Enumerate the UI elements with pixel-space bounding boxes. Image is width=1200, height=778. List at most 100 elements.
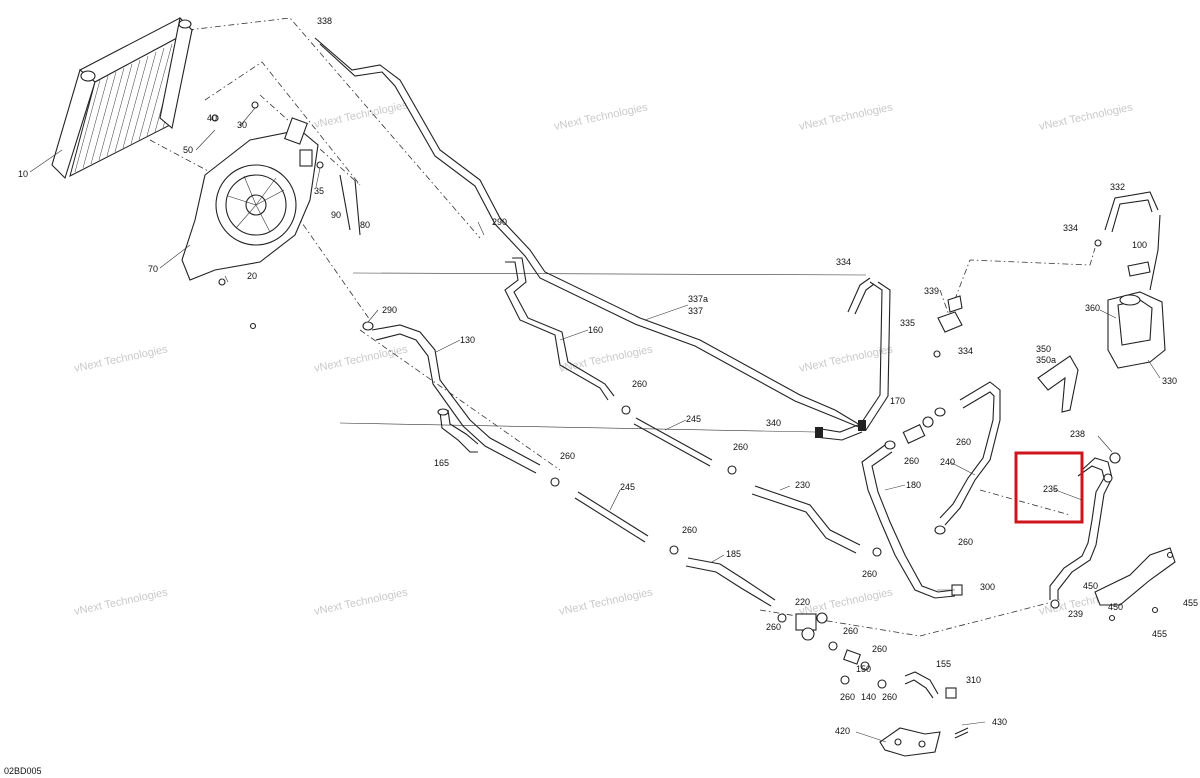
callout-260: 260: [766, 622, 781, 632]
callout-450b: 450: [1108, 602, 1123, 612]
hose-180: [861, 444, 956, 599]
tube-160: [504, 257, 615, 401]
thermostat-220: [795, 612, 828, 641]
callout-30: 30: [237, 120, 247, 130]
clamp-239: [1050, 599, 1060, 609]
callout-260: 260: [904, 456, 919, 466]
bracket-450: [1094, 547, 1176, 622]
callout-350a: 350a: [1036, 355, 1056, 365]
callout-170: 170: [890, 396, 905, 406]
fitting-310: [945, 687, 957, 699]
callout-180: 180: [906, 480, 921, 490]
tube-245a: [633, 417, 713, 467]
reservoir-330: [1107, 291, 1166, 369]
callout-140: 140: [861, 692, 876, 702]
radiator: [51, 16, 193, 180]
callout-160: 160: [588, 325, 603, 335]
hose-334-top: [847, 277, 875, 315]
fan-shroud: [181, 117, 319, 281]
callout-260: 260: [632, 379, 647, 389]
callout-80: 80: [360, 220, 370, 230]
callout-10: 10: [18, 169, 28, 179]
bracket-420: [879, 727, 941, 757]
callout-220: 220: [795, 597, 810, 607]
callout-150: 150: [856, 664, 871, 674]
callout-40: 40: [207, 113, 217, 123]
watermark: vNext Technologies: [558, 586, 654, 618]
callout-300: 300: [980, 582, 995, 592]
clamps-260: [550, 405, 946, 689]
leader-lines: [29, 107, 1161, 743]
callout-230: 230: [795, 480, 810, 490]
watermark: vNext Technologies: [73, 343, 169, 375]
callout-50: 50: [183, 145, 193, 155]
callout-450a: 450: [1083, 581, 1098, 591]
watermark: vNext Technologies: [1038, 101, 1134, 133]
callout-332: 332: [1110, 182, 1125, 192]
hose-340: [814, 420, 866, 441]
tube-230: [751, 485, 861, 554]
callout-420: 420: [835, 726, 850, 736]
hose-155: [904, 671, 939, 699]
callout-260: 260: [843, 626, 858, 636]
hose-235: [1049, 452, 1121, 600]
callout-290a: 290: [492, 217, 507, 227]
callout-337: 337: [688, 306, 703, 316]
callout-260: 260: [872, 644, 887, 654]
callout-100: 100: [1132, 240, 1147, 250]
tube-245b: [574, 491, 649, 543]
callout-labels: 338 40 30 50 10 35 90 80 70 20 290 290 1…: [18, 16, 1198, 736]
callout-20: 20: [247, 271, 257, 281]
callout-260: 260: [958, 537, 973, 547]
callout-455a: 455: [1183, 598, 1198, 608]
callout-310: 310: [966, 675, 981, 685]
callout-185: 185: [726, 549, 741, 559]
watermark: vNext Technologies: [553, 101, 649, 133]
callout-245a: 245: [686, 414, 701, 424]
callout-239: 239: [1068, 609, 1083, 619]
bolt-430: [954, 727, 969, 739]
callout-330: 330: [1162, 376, 1177, 386]
highlight-box: [1014, 451, 1084, 524]
assembly-lines: [149, 17, 1096, 637]
callout-235: 235: [1043, 484, 1058, 494]
watermark: vNext Technologies: [313, 99, 409, 131]
callout-290b: 290: [382, 305, 397, 315]
watermark: vNext Technologies: [798, 101, 894, 133]
callout-90: 90: [331, 210, 341, 220]
callout-35: 35: [314, 186, 324, 196]
callout-334c: 334: [1063, 223, 1078, 233]
callout-130: 130: [460, 335, 475, 345]
hose-130: [362, 321, 541, 474]
fitting-170: [902, 416, 934, 444]
callout-334a: 334: [836, 257, 851, 267]
callout-260: 260: [882, 692, 897, 702]
watermark: vNext Technologies: [313, 586, 409, 618]
callout-335: 335: [900, 318, 915, 328]
fitting-150: [843, 649, 861, 665]
hose-332: [1094, 191, 1161, 291]
callout-337a: 337a: [688, 294, 708, 304]
bracket-335: [933, 295, 963, 358]
tube-185: [685, 557, 776, 607]
cap-100: [1127, 261, 1151, 277]
hose-240: [939, 381, 1001, 526]
callout-245b: 245: [620, 482, 635, 492]
callout-350: 350: [1036, 344, 1051, 354]
callout-338: 338: [317, 16, 332, 26]
callout-334b: 334: [958, 346, 973, 356]
callout-240: 240: [940, 457, 955, 467]
callout-340: 340: [766, 418, 781, 428]
callout-238: 238: [1070, 429, 1085, 439]
callout-455b: 455: [1152, 629, 1167, 639]
callout-430: 430: [992, 717, 1007, 727]
watermark: vNext Technologies: [73, 586, 169, 618]
callout-260: 260: [862, 569, 877, 579]
fasteners-fan: [211, 101, 361, 330]
callout-260: 260: [682, 525, 697, 535]
callout-339: 339: [924, 286, 939, 296]
watermark: vNext Technologies: [558, 343, 654, 375]
callout-360: 360: [1085, 303, 1100, 313]
watermark: vNext Technologies: [798, 586, 894, 618]
